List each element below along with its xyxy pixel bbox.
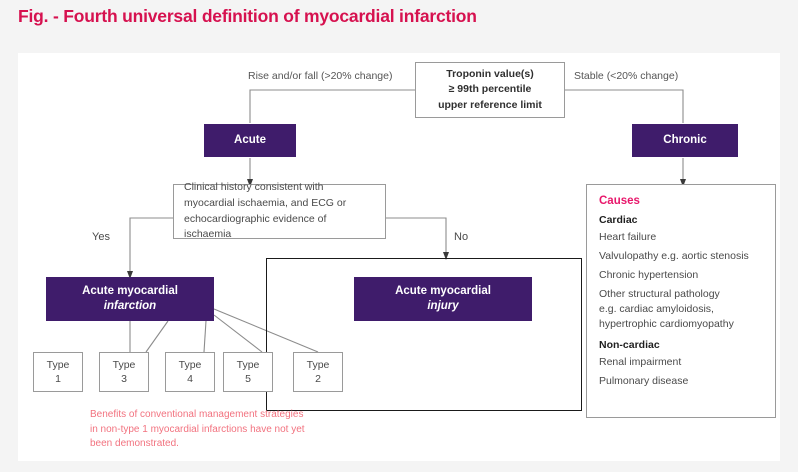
footnote-line-1: Benefits of conventional management stra… [90, 409, 304, 420]
acute-label: Acute [234, 134, 266, 147]
type-box-3: Type 3 [99, 352, 149, 392]
acute-myocardial-infarction-box: Acute myocardial infarction [46, 277, 214, 321]
edge-label-stable: Stable (<20% change) [574, 70, 679, 82]
type-box-2-label: Type [306, 358, 330, 371]
injury-line-2: injury [427, 300, 459, 312]
clinical-history-line-3: echocardiographic evidence of ischaemia [184, 212, 327, 241]
type-box-5: Type 5 [223, 352, 273, 392]
infarction-line-2: infarction [103, 300, 157, 312]
figure-card: Troponin value(s) ≥ 99th percentile uppe… [18, 53, 780, 461]
type-box-4: Type 4 [165, 352, 215, 392]
causes-cardiac-item: Heart failure [599, 231, 657, 243]
acute-myocardial-injury-box: Acute myocardial injury [354, 277, 532, 321]
causes-panel: Causes Cardiac Heart failure Valvulopath… [586, 184, 776, 418]
causes-noncardiac-heading: Non-cardiac [599, 339, 660, 352]
type-box-5-value: 5 [245, 373, 251, 385]
type-box-1-label: Type [46, 358, 70, 371]
infarction-line-1: Acute myocardial [82, 285, 178, 298]
branch-label-yes: Yes [92, 231, 110, 243]
type-box-1: Type 1 [33, 352, 83, 392]
footnote: Benefits of conventional management stra… [90, 408, 380, 452]
clinical-history-box: Clinical history consistent with myocard… [173, 181, 386, 240]
chronic-label: Chronic [663, 134, 707, 147]
causes-noncardiac-item: Renal impairment [599, 356, 682, 369]
causes-heading: Causes [599, 195, 640, 207]
clinical-history-line-1: Clinical history consistent with [184, 181, 324, 193]
troponin-line-1: Troponin value(s) [446, 68, 534, 81]
branch-label-no: No [454, 231, 469, 243]
footnote-line-2: in non-type 1 myocardial infarctions hav… [90, 423, 305, 435]
type-box-2: Type 2 [293, 352, 343, 392]
connector-lines [127, 89, 686, 353]
causes-cardiac-heading: Cardiac [599, 214, 638, 226]
troponin-box: Troponin value(s) ≥ 99th percentile uppe… [415, 62, 565, 118]
edge-label-rise-fall: Rise and/or fall (>20% change) [248, 70, 393, 82]
causes-cardiac-item: Other structural pathology [599, 287, 720, 300]
causes-noncardiac-item: Pulmonary disease [599, 375, 689, 388]
flowchart-stage: Troponin value(s) ≥ 99th percentile uppe… [18, 53, 780, 461]
causes-cardiac-item: Valvulopathy e.g. aortic stenosis [599, 249, 749, 262]
type-box-5-label: Type [236, 358, 260, 371]
troponin-line-3: upper reference limit [438, 98, 542, 111]
acute-myocardial-injury-frame [266, 258, 582, 411]
type-box-1-value: 1 [55, 373, 61, 385]
acute-box: Acute [204, 124, 296, 157]
type-box-3-value: 3 [121, 373, 127, 385]
causes-cardiac-item: hypertrophic cardiomyopathy [599, 317, 734, 330]
page-title: Fig. - Fourth universal definition of my… [18, 6, 477, 26]
type-box-3-label: Type [112, 358, 136, 371]
type-box-2-value: 2 [315, 373, 321, 385]
footnote-line-3: been demonstrated. [90, 438, 179, 449]
type-box-4-value: 4 [187, 373, 193, 385]
causes-cardiac-item: Chronic hypertension [599, 268, 699, 281]
injury-line-1: Acute myocardial [395, 285, 491, 298]
chronic-box: Chronic [632, 124, 738, 157]
type-box-4-label: Type [178, 358, 202, 371]
clinical-history-line-2: myocardial ischaemia, and ECG or [184, 196, 347, 209]
causes-cardiac-item: e.g. cardiac amyloidosis, [599, 302, 714, 315]
troponin-line-2: ≥ 99th percentile [448, 83, 532, 96]
